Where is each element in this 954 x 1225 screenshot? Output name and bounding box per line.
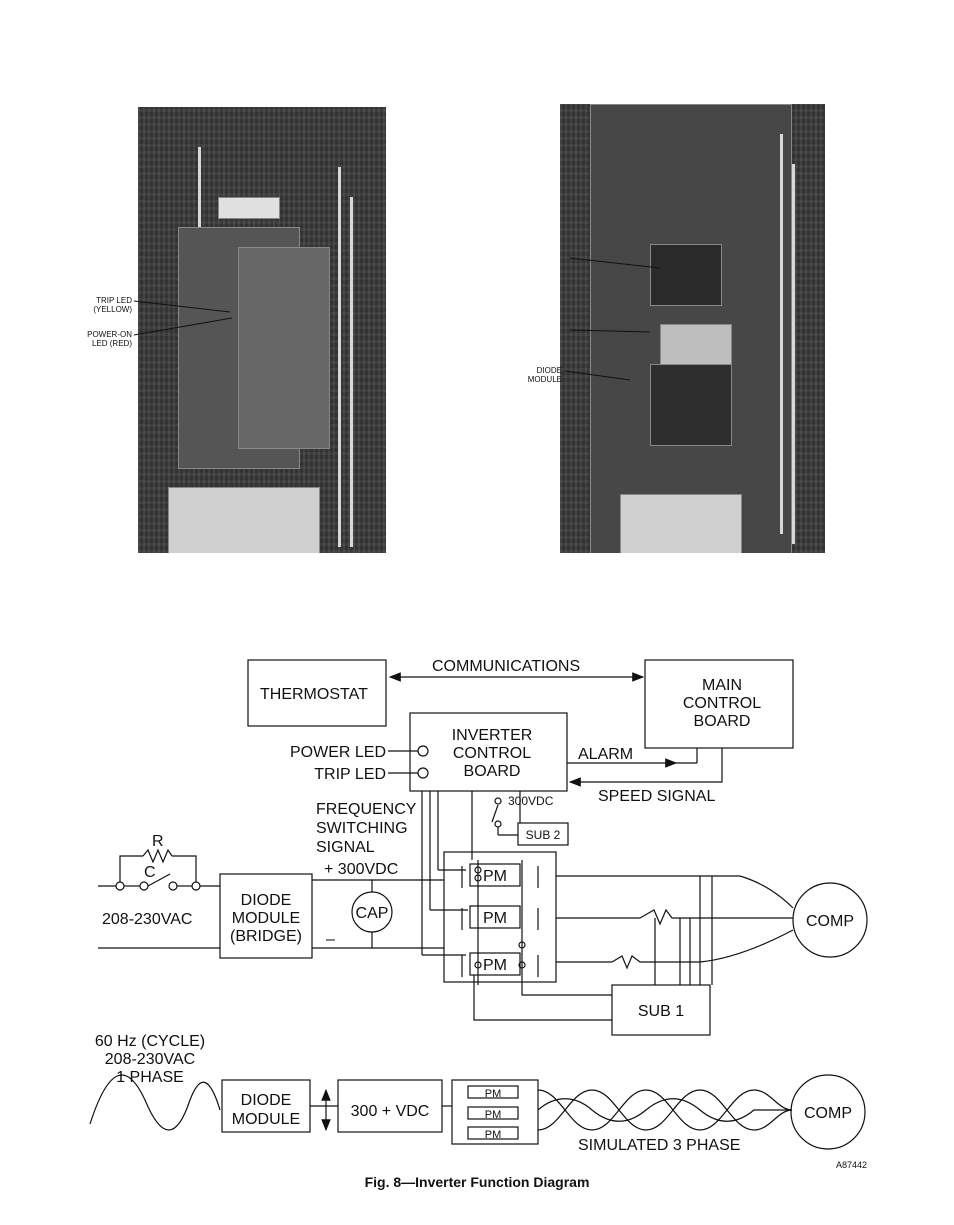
main-control-label-3: BOARD bbox=[694, 713, 751, 730]
pm-label-3: PM bbox=[483, 957, 507, 974]
photo-power-module bbox=[560, 104, 825, 553]
pm-small-label-2: PM bbox=[485, 1109, 502, 1121]
figure-code: A87442 bbox=[836, 1160, 868, 1170]
simulated-3-phase-label: SIMULATED 3 PHASE bbox=[578, 1137, 740, 1154]
diode-module-bridge-box bbox=[219, 873, 313, 959]
r-label: R bbox=[152, 833, 164, 850]
thermostat-label: THERMOSTAT bbox=[260, 686, 368, 703]
main-control-label-2: CONTROL bbox=[683, 695, 761, 712]
speed-signal-arrow bbox=[568, 748, 723, 787]
sub2-label: SUB 2 bbox=[526, 828, 561, 842]
phase-wave-c bbox=[537, 1098, 792, 1122]
sub1-label: SUB 1 bbox=[638, 1003, 684, 1020]
thermostat-box bbox=[247, 659, 387, 727]
photo-inverter-board bbox=[138, 107, 386, 553]
hz-label-1: 60 Hz (CYCLE) bbox=[95, 1033, 205, 1050]
frequency-label-3: SIGNAL bbox=[316, 839, 375, 856]
frequency-label-2: SWITCHING bbox=[316, 820, 408, 837]
pm-label-1: PM bbox=[483, 868, 507, 885]
power-led-symbol bbox=[417, 745, 429, 757]
diode-simplified-label-1: DIODE bbox=[241, 1092, 292, 1109]
inverter-control-board-box bbox=[409, 712, 568, 792]
plus-300vdc-label: + 300VDC bbox=[324, 861, 398, 878]
sine-wave bbox=[89, 1074, 221, 1131]
sub1-box bbox=[611, 984, 711, 1036]
communications-label: COMMUNICATIONS bbox=[432, 658, 580, 675]
sub2-box bbox=[517, 822, 569, 846]
frequency-label-1: FREQUENCY bbox=[316, 801, 417, 818]
pm-group-simplified bbox=[451, 1079, 539, 1145]
vac-208-label: 208-230VAC bbox=[102, 911, 192, 928]
pm-small-label-3: PM bbox=[485, 1129, 502, 1141]
hz-label-3: 1 PHASE bbox=[116, 1069, 184, 1086]
c-label: C bbox=[144, 864, 156, 881]
diode-simplified-label-2: MODULE bbox=[232, 1111, 300, 1128]
compressor-circle-simplified bbox=[790, 1074, 866, 1150]
trip-led-symbol bbox=[417, 767, 429, 779]
comp-label: COMP bbox=[806, 913, 854, 930]
diode-bridge-label-3: (BRIDGE) bbox=[230, 928, 302, 945]
figure-caption: Fig. 8—Inverter Function Diagram bbox=[364, 1174, 590, 1190]
speed-signal-label: SPEED SIGNAL bbox=[598, 788, 715, 805]
comp-simplified-label: COMP bbox=[804, 1105, 852, 1122]
main-control-label-1: MAIN bbox=[702, 677, 742, 694]
pm-box-1 bbox=[469, 863, 521, 887]
alarm-label: ALARM bbox=[578, 746, 633, 763]
vdc-300-plus-label: 300 + VDC bbox=[351, 1103, 430, 1120]
pm-box-2 bbox=[469, 905, 521, 929]
phase-wave-b bbox=[537, 1089, 793, 1131]
power-led-label: POWER LED bbox=[290, 744, 386, 761]
pm-small-label-1: PM bbox=[485, 1088, 502, 1100]
vdc-300-small-label: 300VDC bbox=[508, 794, 554, 808]
pm-box-3 bbox=[469, 952, 521, 976]
power-module-frame bbox=[443, 851, 557, 983]
cap-label: CAP bbox=[356, 905, 389, 922]
trip-led-label: TRIP LED(YELLOW) bbox=[93, 296, 132, 314]
phase-wave-a bbox=[537, 1089, 793, 1131]
hz-label-2: 208-230VAC bbox=[105, 1051, 195, 1068]
trip-led-label-diagram: TRIP LED bbox=[314, 766, 386, 783]
inverter-label-2: CONTROL bbox=[453, 745, 531, 762]
main-control-board-box bbox=[644, 659, 794, 749]
diode-bridge-label-1: DIODE bbox=[241, 892, 292, 909]
inverter-label-3: BOARD bbox=[464, 763, 521, 780]
minus-label: – bbox=[326, 931, 335, 948]
pm-label-2: PM bbox=[483, 910, 507, 927]
inverter-label-1: INVERTER bbox=[452, 727, 533, 744]
compressor-circle bbox=[792, 882, 868, 958]
diode-bridge-label-2: MODULE bbox=[232, 910, 300, 927]
